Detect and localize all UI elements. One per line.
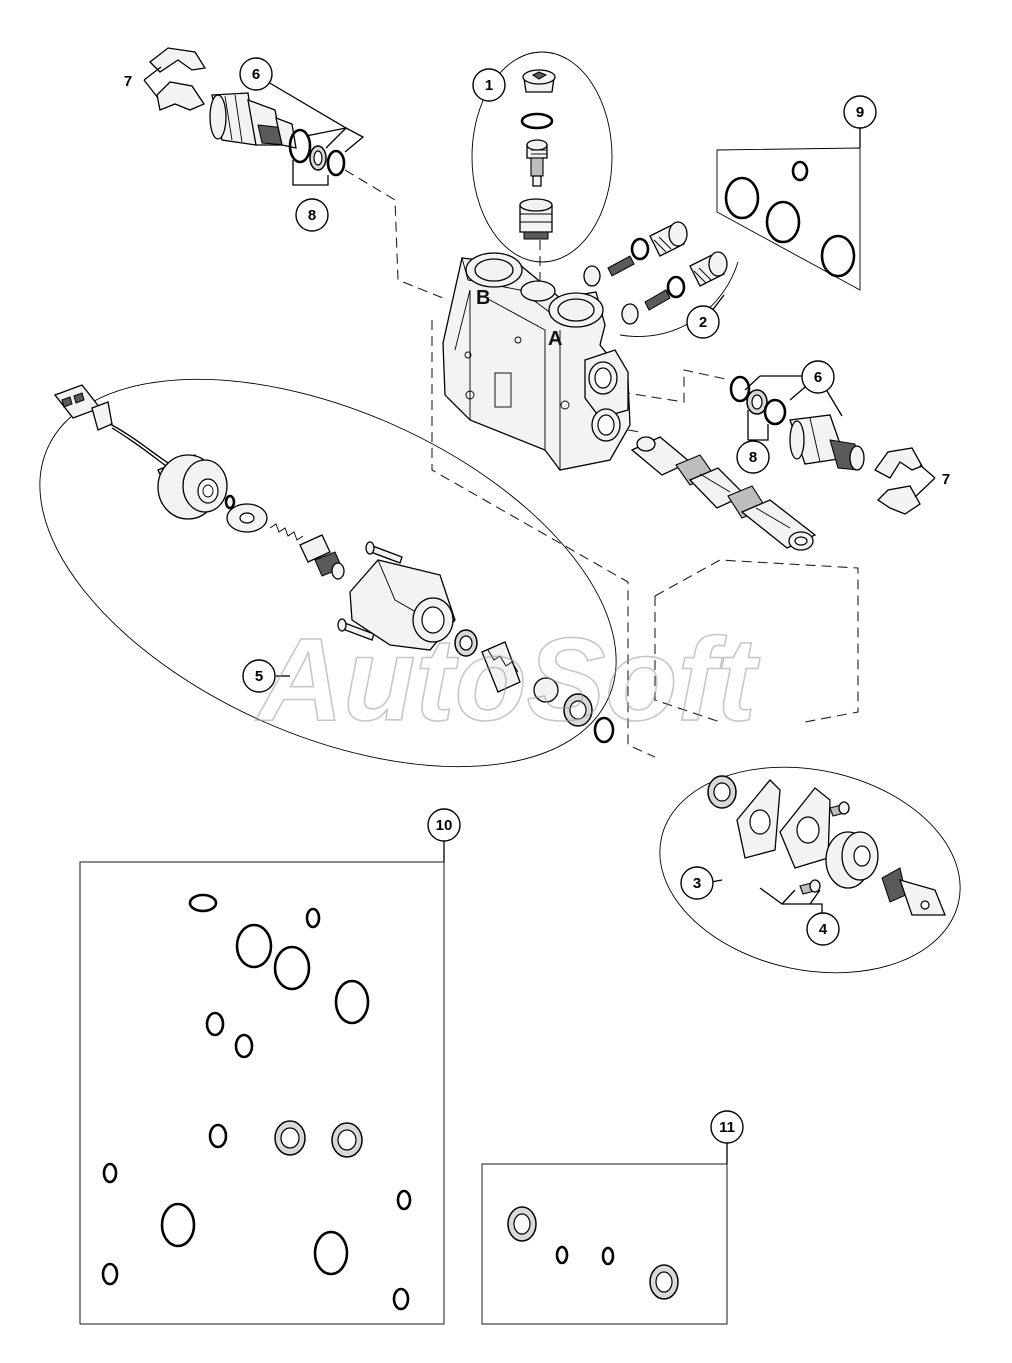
svg-text:6: 6 <box>252 66 260 83</box>
callout-8-right: 8 <box>736 440 770 474</box>
cartridge-group-1 <box>471 51 613 263</box>
callout-11: 11 <box>710 1110 744 1144</box>
svg-text:10: 10 <box>436 817 453 834</box>
callout-5: 5 <box>242 659 276 693</box>
callout-4: 4 <box>806 912 840 946</box>
svg-text:8: 8 <box>308 207 316 224</box>
svg-text:1: 1 <box>485 77 493 94</box>
callout-7-right: 7 <box>942 471 950 488</box>
callout-10: 10 <box>427 808 461 842</box>
callout-6-right: 6 <box>801 360 835 394</box>
sensor-assembly-right <box>729 375 936 515</box>
seal-kit-10 <box>79 838 445 1325</box>
check-valve-group-2 <box>583 221 739 337</box>
watermark: AutoSoft <box>255 614 761 746</box>
svg-text:7: 7 <box>942 471 950 488</box>
svg-text:3: 3 <box>693 875 701 892</box>
endcap-group-3 <box>659 766 961 974</box>
callout-9: 9 <box>843 95 877 129</box>
svg-text:4: 4 <box>819 921 828 938</box>
svg-text:6: 6 <box>814 369 822 386</box>
callout-6-top: 6 <box>239 57 273 91</box>
seal-kit-11 <box>481 1140 728 1325</box>
svg-text:8: 8 <box>749 449 757 466</box>
svg-text:2: 2 <box>699 314 707 331</box>
callout-7-top: 7 <box>124 73 132 90</box>
svg-text:11: 11 <box>719 1119 735 1136</box>
svg-text:5: 5 <box>255 668 263 685</box>
sensor-assembly-top <box>143 47 365 186</box>
port-label-a: A <box>548 328 562 350</box>
actuator-group-5 <box>39 378 617 768</box>
callout-3: 3 <box>680 866 714 900</box>
seal-kit-9 <box>716 125 861 291</box>
alignment-lines <box>344 169 859 758</box>
callout-1: 1 <box>472 68 506 102</box>
callout-2: 2 <box>686 305 720 339</box>
spool <box>630 436 817 551</box>
port-label-b: B <box>476 287 490 309</box>
svg-text:9: 9 <box>856 104 864 121</box>
callout-8-top: 8 <box>295 198 329 232</box>
valve-body <box>442 252 631 471</box>
svg-text:7: 7 <box>124 73 132 90</box>
